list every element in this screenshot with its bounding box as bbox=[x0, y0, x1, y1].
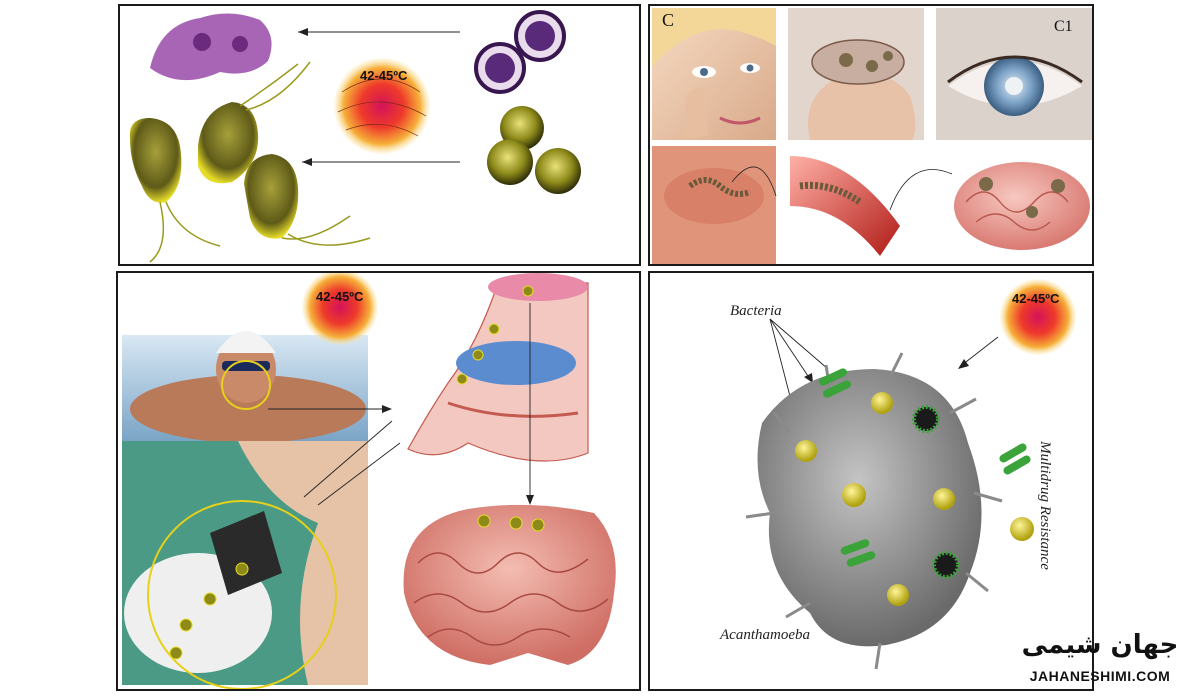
woman-eye-photo bbox=[652, 8, 776, 140]
temperature-label: 42-45ºC bbox=[316, 289, 364, 304]
panel-letter-c1: C1 bbox=[1054, 18, 1073, 35]
blood-vessel-icon bbox=[790, 156, 900, 256]
brain-icon bbox=[403, 504, 616, 665]
naegleria-trophozoite-icon bbox=[129, 61, 371, 263]
panel-acanthamoeba-bacteria: 42-45ºC Bacteria Acanthamoeba Multidrug … bbox=[648, 271, 1094, 691]
nasal-cavity-anatomy-icon bbox=[407, 273, 589, 462]
logo-persian-text: جهان شیمی bbox=[1021, 630, 1179, 660]
logo-domain-text: JAHANESHIMI.COM bbox=[1029, 668, 1171, 684]
brain-icon bbox=[954, 162, 1090, 250]
heat-thermal-icon bbox=[1000, 279, 1076, 355]
contact-lens-icon bbox=[788, 8, 924, 140]
panel-c-illustration bbox=[652, 8, 1092, 264]
bacteria-rod-icon bbox=[819, 368, 1031, 567]
panel-naegleria-pam: 42-45ºC bbox=[116, 271, 641, 691]
heat-thermal-icon bbox=[334, 58, 430, 154]
bacteria-label: Bacteria bbox=[730, 303, 782, 319]
amoeba-trophozoite-purple-icon bbox=[150, 13, 272, 81]
temperature-label: 42-45ºC bbox=[1012, 291, 1060, 306]
heat-thermal-icon bbox=[302, 273, 378, 345]
acanthamoeba-label: Acanthamoeba bbox=[720, 627, 810, 643]
bacteria-coccus-icon bbox=[795, 392, 1034, 606]
naegleria-trophozoite-icon bbox=[169, 562, 249, 660]
naegleria-cyst-yellow-icon bbox=[487, 106, 581, 194]
panel-letter-c: C bbox=[662, 10, 675, 30]
panel-acanthamoeba-keratitis: C C1 bbox=[648, 4, 1094, 266]
naegleria-cyst-icon bbox=[474, 10, 566, 94]
acanthamoeba-sem-icon bbox=[745, 352, 1003, 670]
swimmer-photo bbox=[122, 331, 368, 443]
panel-b-illustration bbox=[122, 273, 616, 689]
panel-a-illustration bbox=[129, 10, 581, 263]
eye-icon bbox=[936, 8, 1092, 140]
bacteria-spiky-icon bbox=[912, 405, 960, 579]
multidrug-resistance-label: Multidrug Resistance bbox=[1036, 441, 1053, 570]
temperature-label: 42-45ºC bbox=[360, 68, 408, 83]
panel-naegleria-lifecycle: 42-45ºC bbox=[118, 4, 641, 266]
site-logo: جهان شیمی JAHANESHIMI.COM bbox=[1020, 630, 1180, 690]
panel-d-illustration bbox=[745, 279, 1076, 670]
cornea-tissue-icon bbox=[652, 146, 776, 264]
